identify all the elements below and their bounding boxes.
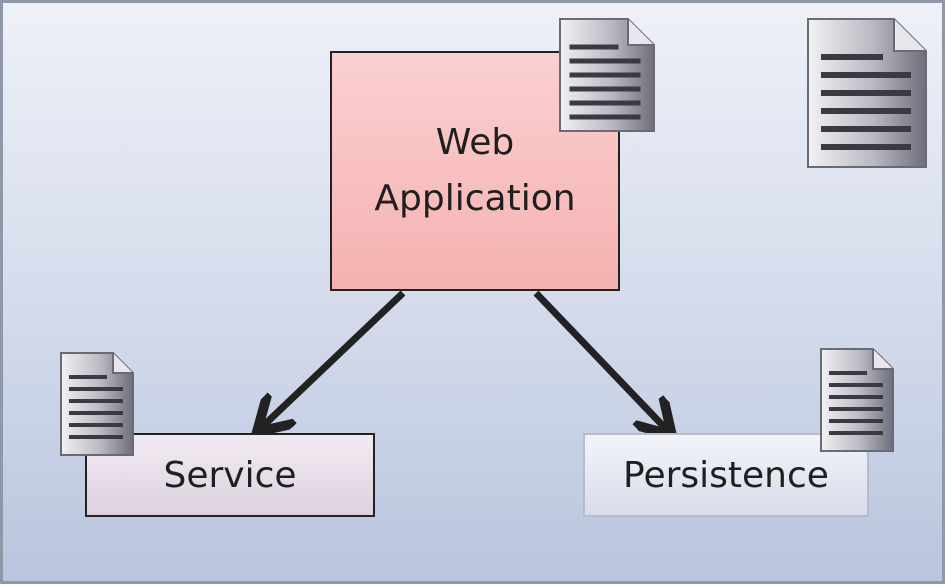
web-application-label-line2: Application	[374, 178, 576, 219]
document-icon	[807, 18, 927, 168]
persistence-label: Persistence	[623, 454, 829, 496]
web-application-label-line1: Web	[435, 122, 515, 164]
document-icon	[820, 348, 894, 452]
service-label: Service	[163, 454, 297, 496]
document-icon	[559, 18, 655, 132]
document-icon	[60, 352, 134, 456]
arrow-web-to-persistence	[533, 290, 668, 431]
arrow-web-to-service	[261, 290, 406, 428]
